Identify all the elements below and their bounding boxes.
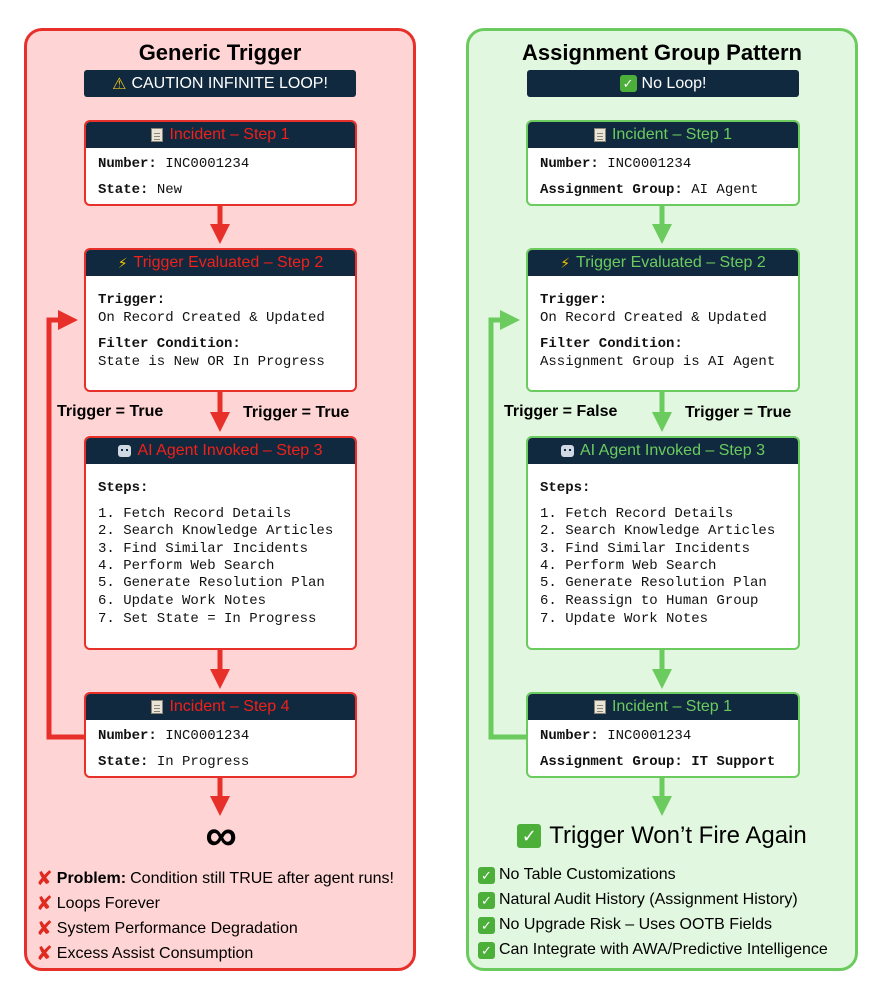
right-step4-card: Incident – Step 1 Number: INC0001234 Ass…	[526, 692, 800, 778]
x-icon: ✘	[36, 893, 53, 915]
left-banner: ⚠ CAUTION INFINITE LOOP!	[84, 70, 356, 97]
lightning-icon: ⚡	[560, 254, 571, 271]
right-banner-text: No Loop!	[641, 74, 707, 92]
left-step3-header: AI Agent Invoked – Step 3	[86, 438, 355, 464]
right-step3-header: AI Agent Invoked – Step 3	[528, 438, 798, 464]
left-step3-steps-label: Steps:	[98, 480, 149, 496]
arrow-r-loop	[488, 310, 526, 740]
result-text: Trigger Won’t Fire Again	[549, 822, 807, 849]
left-step3-step: 7. Set State = In Progress	[98, 611, 317, 627]
left-step3-step: 4. Perform Web Search	[98, 558, 275, 574]
problem-item: ✘ Excess Assist Consumption	[36, 943, 254, 965]
right-step4-line1: Number: INC0001234	[540, 728, 692, 744]
right-step3-step: 3. Find Similar Incidents	[540, 541, 751, 557]
right-step3-step: 4. Perform Web Search	[540, 558, 717, 574]
result-heading: ✓ Trigger Won’t Fire Again	[466, 822, 858, 850]
checkmark-icon: ✓	[478, 891, 495, 909]
right-step2-header: ⚡ Trigger Evaluated – Step 2	[528, 250, 798, 276]
right-panel-title: Assignment Group Pattern	[522, 40, 802, 65]
clipboard-icon	[593, 700, 606, 714]
right-step3-step: 5. Generate Resolution Plan	[540, 575, 767, 591]
right-step3-title: AI Agent Invoked – Step 3	[579, 442, 766, 459]
right-step3-step: 1. Fetch Record Details	[540, 506, 734, 522]
left-step1-header: Incident – Step 1	[86, 122, 355, 148]
left-panel-title: Generic Trigger	[138, 40, 302, 65]
left-step2-header: ⚡ Trigger Evaluated – Step 2	[86, 250, 355, 276]
left-step1-line2: State: New	[98, 182, 183, 198]
right-step2-trigger-key: Trigger:	[540, 292, 608, 308]
robot-icon	[560, 445, 574, 457]
left-step4-card: Incident – Step 4 Number: INC0001234 Sta…	[84, 692, 357, 778]
clipboard-icon	[151, 700, 164, 714]
left-step3-card: AI Agent Invoked – Step 3 Steps: 1. Fetc…	[84, 436, 357, 650]
checkmark-icon: ✓	[478, 916, 495, 934]
left-step4-header: Incident – Step 4	[86, 694, 355, 720]
left-loop-label: Trigger = True	[57, 403, 164, 420]
right-down-label: Trigger = True	[685, 404, 792, 421]
benefit-item: ✓ No Table Customizations	[478, 866, 676, 884]
infinity-symbol: ∞	[205, 811, 237, 860]
right-step4-header: Incident – Step 1	[528, 694, 798, 720]
benefit-item: ✓ Natural Audit History (Assignment Hist…	[478, 891, 798, 909]
right-step1-card: Incident – Step 1 Number: INC0001234 Ass…	[526, 120, 800, 206]
left-step2-trigger-key: Trigger:	[98, 292, 166, 308]
clipboard-icon	[593, 128, 606, 142]
left-step3-step: 3. Find Similar Incidents	[98, 541, 309, 557]
left-down-label: Trigger = True	[243, 404, 350, 421]
right-step3-step: 6. Reassign to Human Group	[540, 593, 759, 609]
clipboard-icon	[151, 128, 164, 142]
robot-icon	[118, 445, 132, 457]
left-banner-text: CAUTION INFINITE LOOP!	[131, 74, 328, 92]
problem-item: ✘ System Performance Degradation	[36, 918, 298, 940]
right-step3-steps-label: Steps:	[540, 480, 591, 496]
right-banner: ✓ No Loop!	[527, 70, 799, 97]
right-step4-title: Incident – Step 1	[611, 698, 733, 715]
x-icon: ✘	[36, 868, 53, 890]
left-step2-card: ⚡ Trigger Evaluated – Step 2 Trigger: On…	[84, 248, 357, 392]
checkmark-icon: ✓	[478, 866, 495, 884]
right-step4-line2: Assignment Group: IT Support	[540, 754, 776, 770]
left-step4-line1: Number: INC0001234	[98, 728, 250, 744]
left-step2-title: Trigger Evaluated – Step 2	[133, 254, 324, 271]
arrow-l-loop	[46, 310, 84, 740]
left-step3-title: AI Agent Invoked – Step 3	[137, 442, 323, 459]
benefit-item: ✓ No Upgrade Risk – Uses OOTB Fields	[478, 916, 772, 934]
right-step3-step: 7. Update Work Notes	[540, 611, 709, 627]
right-step2-title: Trigger Evaluated – Step 2	[576, 254, 766, 271]
right-step3-step: 2. Search Knowledge Articles	[540, 523, 776, 539]
right-step2-filter-value: Assignment Group is AI Agent	[540, 354, 776, 370]
right-step1-line1: Number: INC0001234	[540, 156, 692, 172]
left-step2-trigger-value: On Record Created & Updated	[98, 310, 325, 326]
benefit-item: ✓ Can Integrate with AWA/Predictive Inte…	[478, 941, 828, 959]
right-step1-title: Incident – Step 1	[611, 126, 733, 143]
checkmark-icon: ✓	[478, 941, 495, 959]
right-step2-trigger-value: On Record Created & Updated	[540, 310, 767, 326]
left-step3-step: 2. Search Knowledge Articles	[98, 523, 334, 539]
left-step2-filter-value: State is New OR In Progress	[98, 354, 325, 370]
right-loop-label: Trigger = False	[504, 403, 618, 420]
right-step1-header: Incident – Step 1	[528, 122, 798, 148]
right-step3-card: AI Agent Invoked – Step 3 Steps: 1. Fetc…	[526, 436, 800, 650]
x-icon: ✘	[36, 918, 53, 940]
checkmark-icon: ✓	[619, 75, 637, 92]
left-step4-title: Incident – Step 4	[169, 698, 290, 715]
problem-item: ✘ Problem: Condition still TRUE after ag…	[36, 868, 394, 890]
left-step4-line2: State: In Progress	[98, 754, 250, 770]
right-step1-line2: Assignment Group: AI Agent	[540, 182, 759, 198]
right-step2-card: ⚡ Trigger Evaluated – Step 2 Trigger: On…	[526, 248, 800, 392]
left-step3-step: 1. Fetch Record Details	[98, 506, 292, 522]
left-step1-line1: Number: INC0001234	[98, 156, 250, 172]
left-step3-step: 6. Update Work Notes	[98, 593, 267, 609]
warning-icon: ⚠	[112, 75, 127, 93]
lightning-icon: ⚡	[117, 254, 128, 271]
left-step2-filter-key: Filter Condition:	[98, 336, 241, 352]
right-step2-filter-key: Filter Condition:	[540, 336, 683, 352]
x-icon: ✘	[36, 943, 53, 965]
problem-item: ✘ Loops Forever	[36, 893, 160, 915]
checkmark-icon: ✓	[517, 824, 542, 848]
left-step3-step: 5. Generate Resolution Plan	[98, 575, 325, 591]
left-step1-card: Incident – Step 1 Number: INC0001234 Sta…	[84, 120, 357, 206]
left-step1-title: Incident – Step 1	[169, 126, 290, 143]
